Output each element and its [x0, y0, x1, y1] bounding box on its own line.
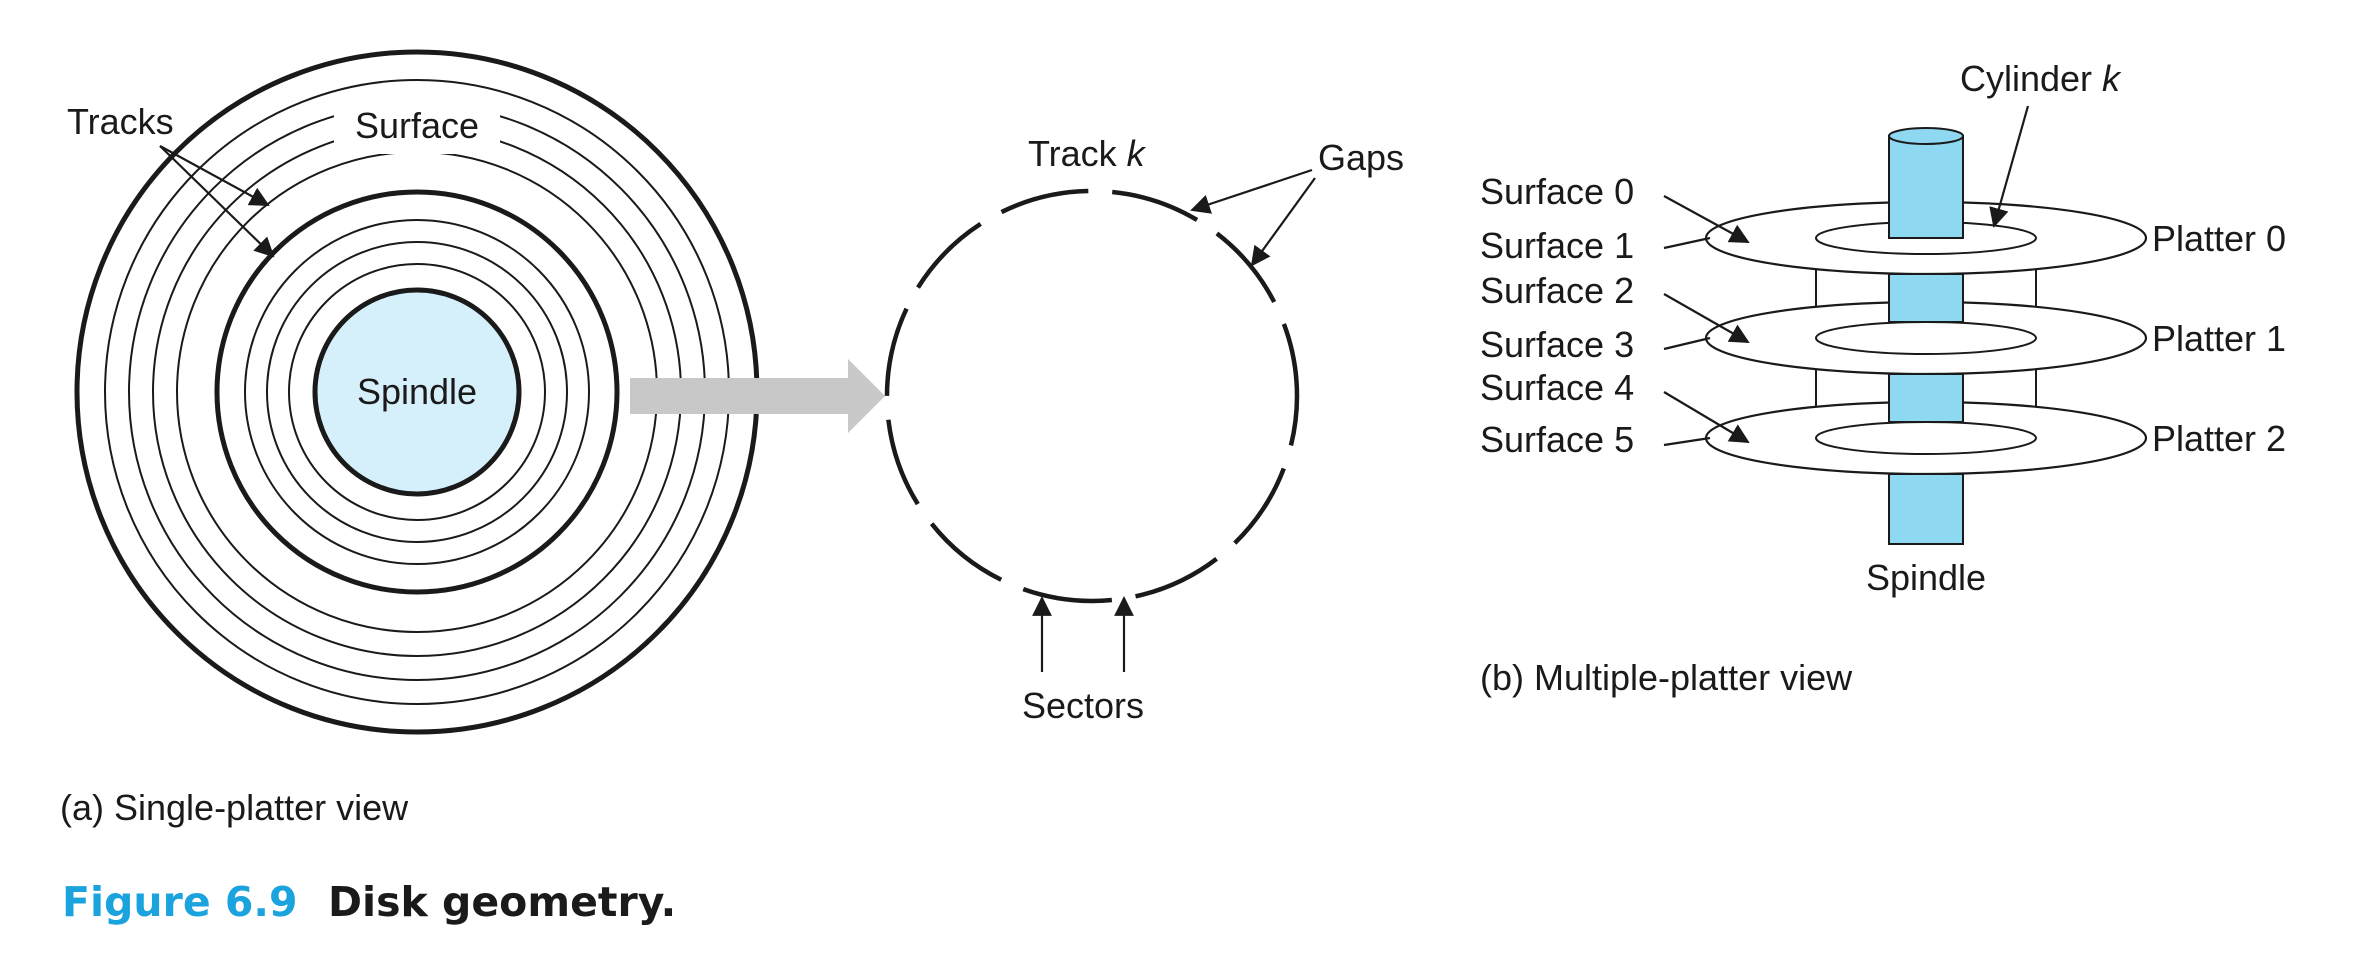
spindle-label-multi: Spindle	[1866, 557, 1986, 598]
surface-1-label: Surface 1	[1480, 225, 1634, 266]
tracks-leader-line	[159, 145, 275, 258]
surface-5-leader	[1663, 436, 1711, 447]
spindle-segment	[1888, 473, 1964, 545]
single-platter-view: Spindle Surface Tracks Track k Gaps Sect…	[60, 49, 1404, 828]
surface-3-label: Surface 3	[1480, 324, 1634, 365]
spindle-segment	[1888, 273, 1964, 323]
track-ring	[288, 263, 546, 521]
spindle-disk	[312, 287, 522, 497]
spindle-label: Spindle	[357, 371, 477, 412]
surface-2-leader	[1663, 293, 1750, 343]
spindle-top-cap	[1888, 127, 1964, 145]
surface-4-leader	[1663, 391, 1750, 444]
surface-label: Surface	[355, 105, 479, 146]
multiple-platter-view: Cylinder k Surface 0 Surface 1 Surface 2…	[1480, 58, 2286, 698]
track-k-label: Track k	[1028, 133, 1147, 174]
track-k-highlighted	[214, 189, 620, 595]
surface-1-leader	[1663, 236, 1711, 250]
cylinder-k-label: Cylinder k	[1960, 58, 2122, 99]
zoom-arrow	[630, 359, 885, 433]
gaps-leader-line	[1190, 168, 1313, 214]
single-platter-caption: (a) Single-platter view	[60, 787, 409, 828]
platter-2-label: Platter 2	[2152, 418, 2286, 459]
surface-0-label: Surface 0	[1480, 171, 1634, 212]
track-ring	[244, 219, 590, 565]
spindle-segment	[1888, 373, 1964, 423]
sectors-label: Sectors	[1022, 685, 1144, 726]
gaps-label: Gaps	[1318, 137, 1404, 178]
surface-4-label: Surface 4	[1480, 367, 1634, 408]
surface-label-backing	[334, 98, 500, 154]
surface-0-leader	[1663, 195, 1750, 243]
multiple-platter-caption: (b) Multiple-platter view	[1480, 657, 1853, 698]
tracks-label: Tracks	[67, 101, 174, 142]
track-ring	[266, 241, 568, 543]
track-k-sectors	[884, 188, 1300, 604]
figure-caption: Figure 6.9 Disk geometry.	[62, 878, 676, 926]
figure-number: Figure 6.9	[62, 878, 298, 926]
surface-3-leader	[1663, 336, 1711, 351]
platter-0-label: Platter 0	[2152, 218, 2286, 259]
gaps-leader-line	[1250, 177, 1316, 267]
tracks-leader-line	[159, 145, 270, 206]
spindle-segment	[1888, 135, 1964, 239]
surface-2-label: Surface 2	[1480, 270, 1634, 311]
platter-1-label: Platter 1	[2152, 318, 2286, 359]
spindle-shaft	[1888, 127, 1964, 545]
surface-5-label: Surface 5	[1480, 419, 1634, 460]
cylinder-k-leader-line	[1989, 105, 2030, 228]
figure-title: Disk geometry.	[328, 878, 676, 926]
